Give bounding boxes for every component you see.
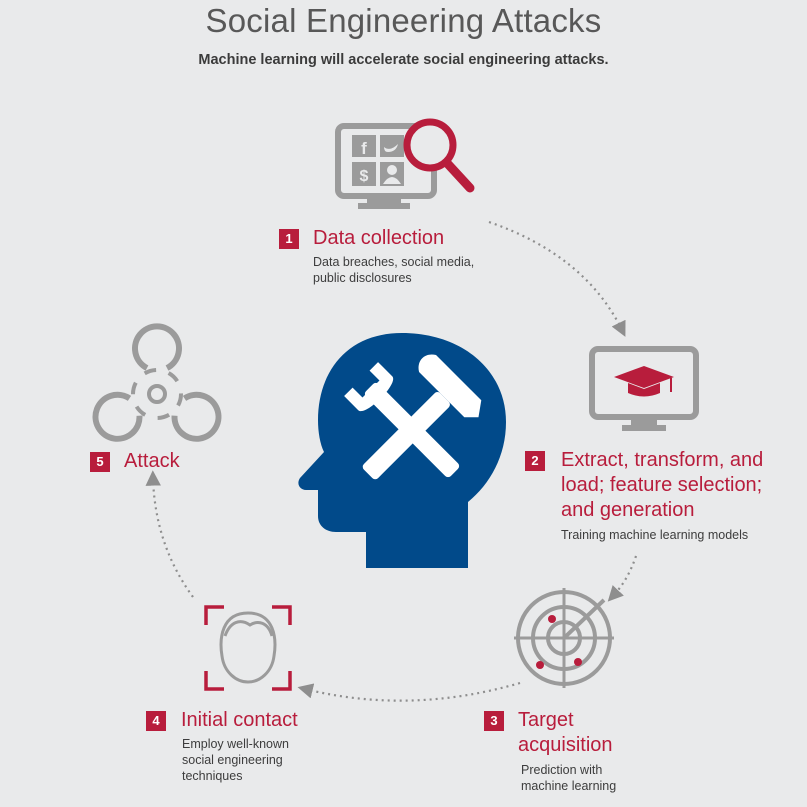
- step-title: Data collection: [313, 227, 445, 249]
- arrow-4-to-5: [145, 470, 194, 598]
- step-title-line: Target: [518, 709, 574, 731]
- step-description-line: machine learning: [521, 779, 617, 793]
- step-title: Initial contact: [181, 709, 298, 731]
- step-2: 2 Extract, transform, and load; feature …: [525, 448, 763, 543]
- svg-text:f: f: [361, 139, 367, 158]
- step-description-line: techniques: [182, 769, 243, 783]
- step-number-badge: 1: [279, 228, 299, 249]
- head-tools-icon: [298, 333, 506, 568]
- step-description-line: Employ well-known: [182, 737, 289, 751]
- step-title-line: Extract, transform, and: [561, 449, 764, 471]
- step-3: 3 Target acquisition Prediction with mac…: [484, 708, 616, 794]
- page-title: Social Engineering Attacks: [205, 2, 602, 39]
- step-4: 4 Initial contact Employ well-known soci…: [146, 708, 298, 784]
- face-recognition-icon: [204, 605, 292, 691]
- step-description-line: Training machine learning models: [561, 528, 749, 542]
- biohazard-icon: [92, 323, 222, 442]
- step-description-line: Data breaches, social media,: [313, 255, 475, 269]
- step-number-badge: 4: [146, 710, 166, 731]
- step-title: Attack: [124, 450, 180, 472]
- monitor-graduation-cap-icon: [589, 346, 699, 431]
- step-1: 1 Data collection Data breaches, social …: [279, 226, 474, 286]
- svg-text:$: $: [360, 168, 369, 185]
- arrow-2-to-3: [607, 555, 638, 602]
- page-subtitle: Machine learning will accelerate social …: [198, 52, 609, 68]
- step-number-badge: 3: [484, 711, 504, 731]
- step-title-line: load; feature selection;: [561, 474, 763, 496]
- step-number-badge: 5: [90, 451, 110, 472]
- step-title-line: acquisition: [518, 734, 613, 756]
- step-5: 5 Attack: [90, 449, 180, 474]
- step-description-line: public disclosures: [313, 271, 412, 285]
- radar-icon: [514, 588, 614, 688]
- monitor-social-search-icon: f $: [335, 118, 475, 209]
- step-number-badge: 2: [525, 451, 545, 471]
- step-title-line: and generation: [561, 499, 695, 521]
- step-description-line: social engineering: [182, 753, 283, 767]
- arrow-3-to-4: [297, 681, 521, 702]
- arrow-1-to-2: [488, 220, 626, 337]
- step-description-line: Prediction with: [521, 763, 603, 777]
